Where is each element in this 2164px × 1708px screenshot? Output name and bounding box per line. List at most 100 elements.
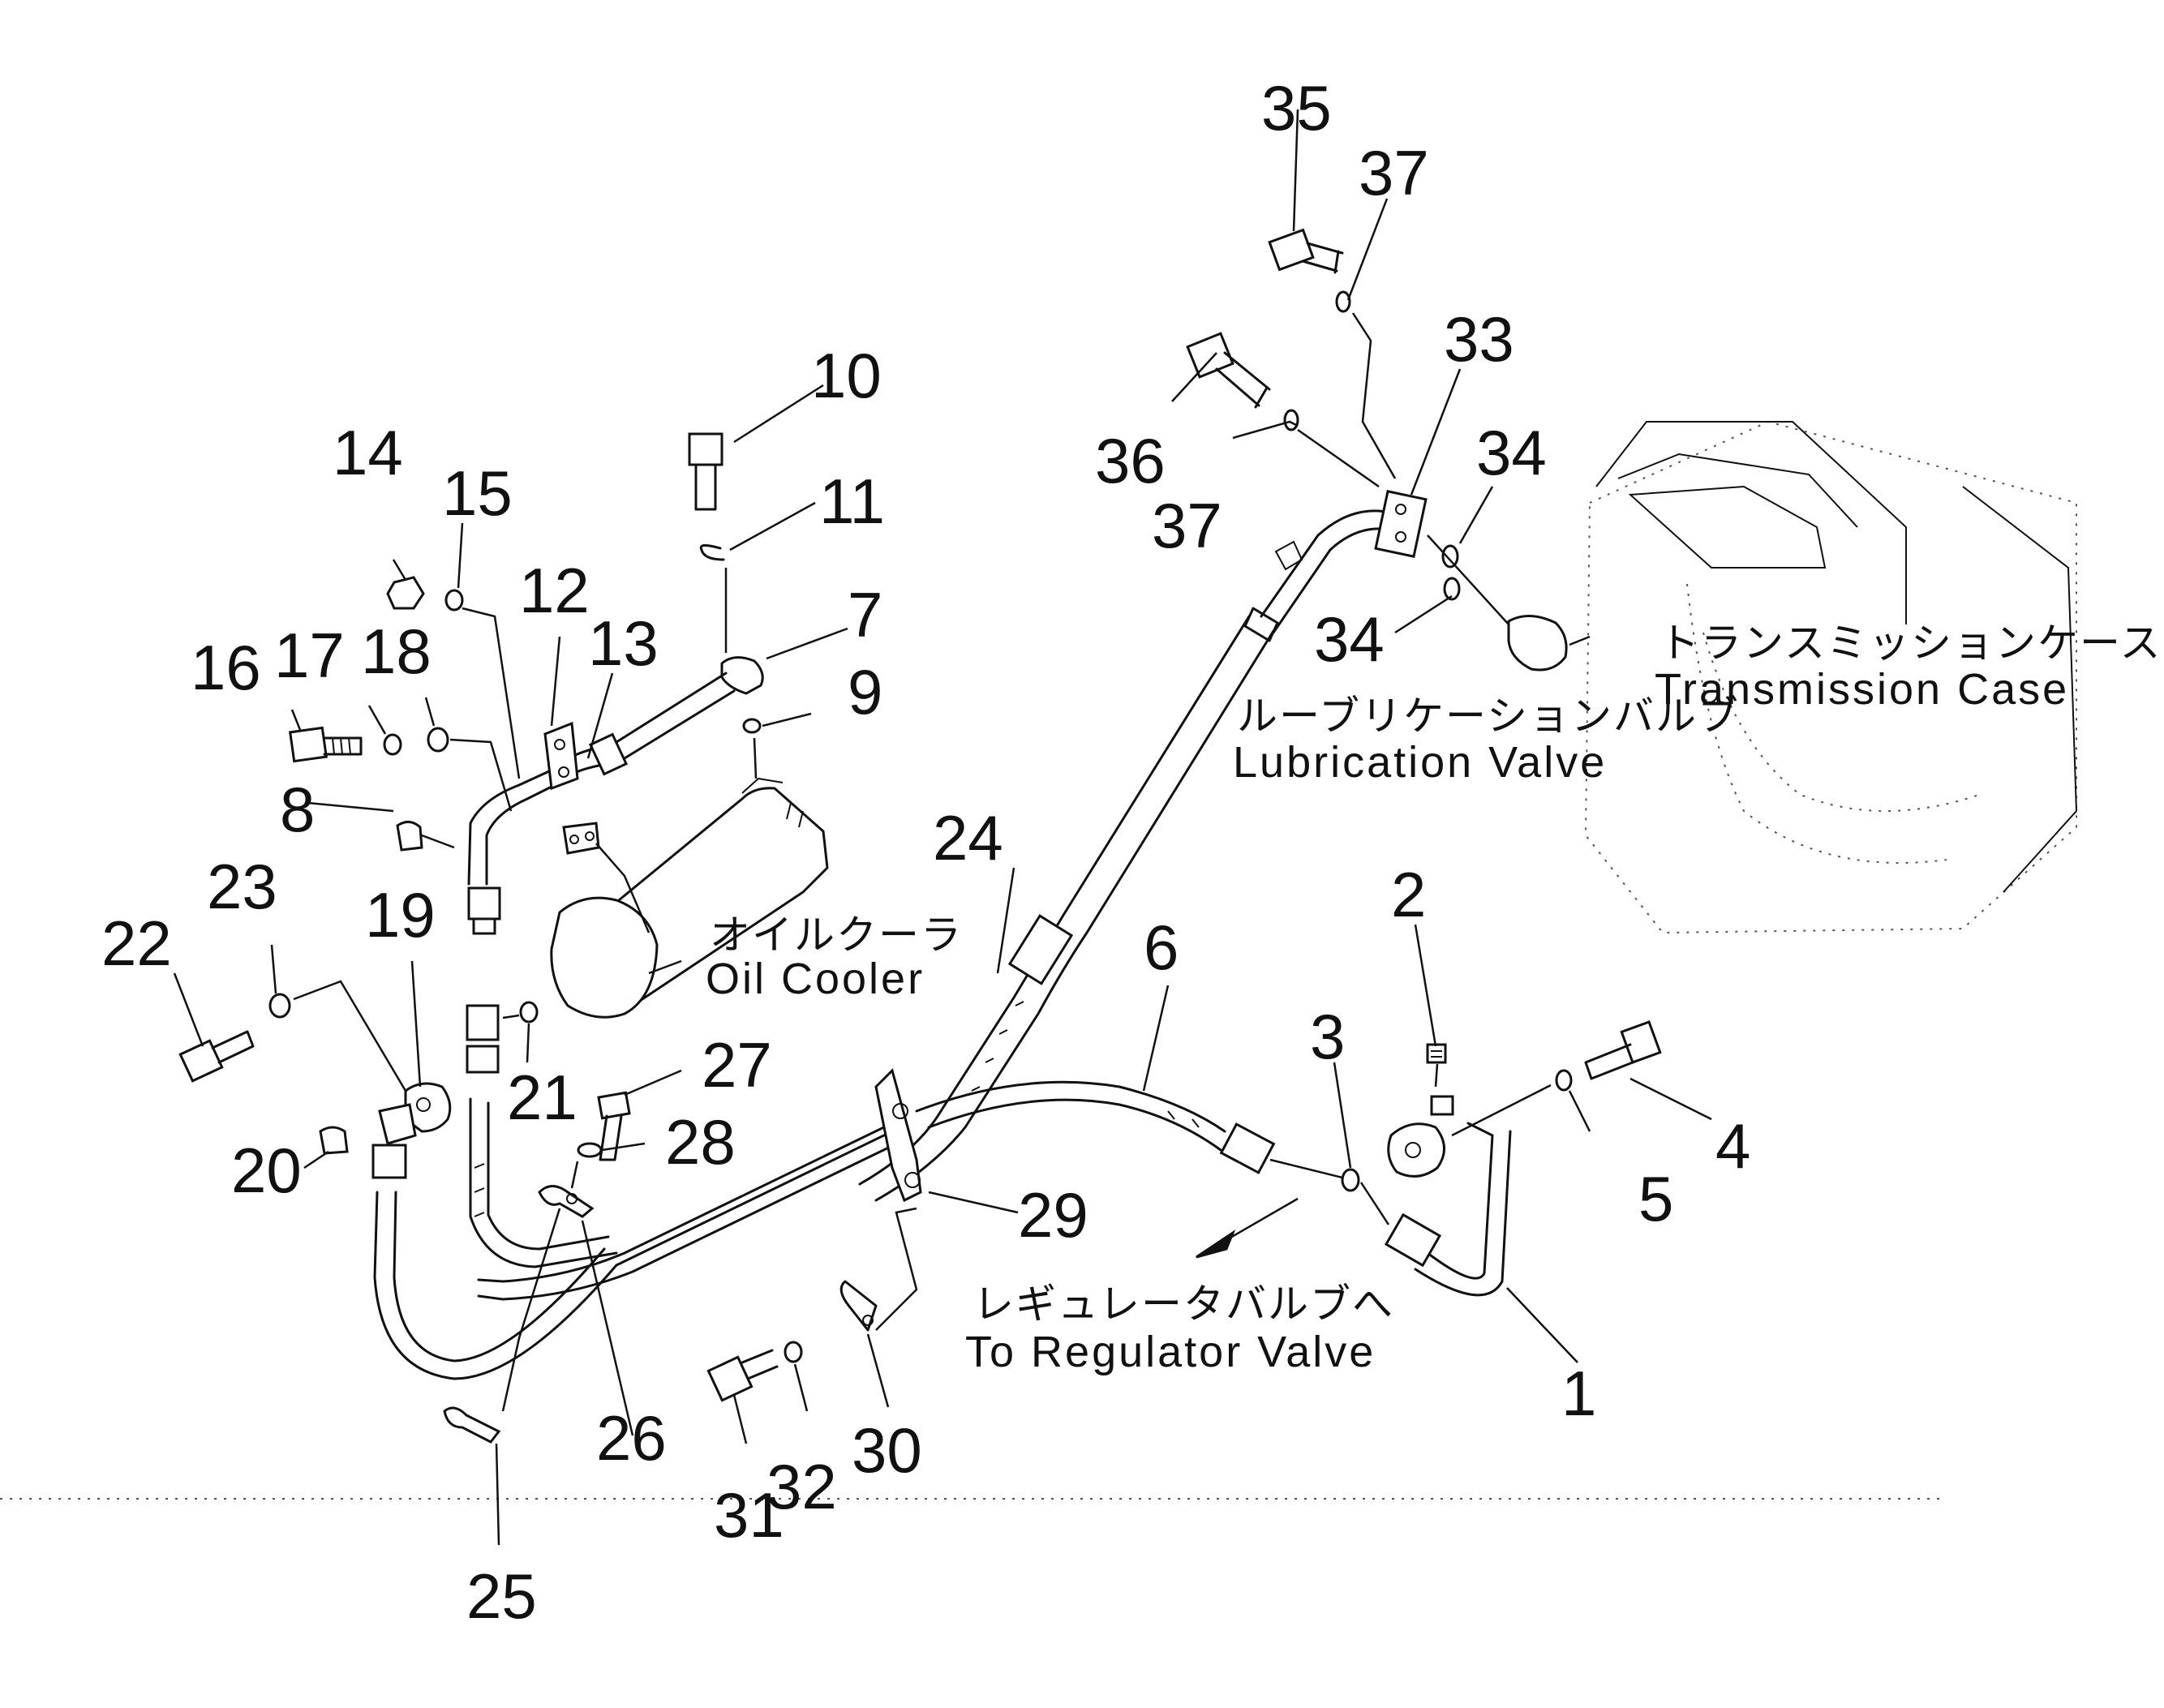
- cooler-explode-lines: [421, 568, 758, 1019]
- part-number-30: 30: [852, 1414, 922, 1486]
- part-number-37a: 37: [1359, 137, 1429, 208]
- part-number-27: 27: [702, 1029, 772, 1101]
- elbow-19: [371, 1082, 452, 1179]
- part-number-14: 14: [333, 417, 403, 488]
- part-number-18: 18: [361, 616, 432, 687]
- hose-loop-left: [373, 1130, 894, 1380]
- clamp-30: [839, 1280, 878, 1332]
- transmission-case-label-jp: トランスミッションケース: [1659, 620, 2162, 667]
- oil-cooler-label-jp: オイルクーラ: [710, 912, 963, 959]
- clamp-25: [443, 1406, 501, 1444]
- washer-37a: [1335, 290, 1351, 313]
- hose-u-left: [469, 1097, 618, 1268]
- bolt-10: [688, 432, 723, 511]
- o-ring-9: [742, 718, 762, 734]
- part-number-17: 17: [274, 620, 345, 691]
- o-ring-34a: [1441, 544, 1459, 569]
- bolt-36: [1186, 332, 1271, 409]
- part-number-7: 7: [848, 579, 882, 650]
- bolt-31: [706, 1349, 779, 1402]
- elbow-explode-lines: [293, 980, 407, 1092]
- part-number-2: 2: [1391, 859, 1426, 930]
- clamp-26: [538, 1185, 595, 1218]
- part-number-34a: 34: [1476, 417, 1547, 488]
- lubrication-valve-drawing: [1243, 490, 1568, 672]
- clamp-29: [874, 1068, 1019, 1331]
- part-numbers: 35 37 33 36 37 34 34 10 11 7 9 14 15 12 …: [101, 72, 1750, 1632]
- pipe-1: [1384, 1095, 1512, 1297]
- clamp-leaders: [501, 1161, 579, 1412]
- fitting-upper-left: [466, 886, 501, 1074]
- part-number-20: 20: [231, 1135, 302, 1206]
- o-ring-18: [427, 727, 449, 753]
- leader-lines: [173, 109, 1712, 1546]
- o-ring-3: [1341, 1168, 1360, 1192]
- part-number-28: 28: [665, 1106, 736, 1178]
- regulator-valve-label-en: To Regulator Valve: [965, 1328, 1376, 1376]
- lubrication-valve-label-en: Lubrication Valve: [1233, 738, 1607, 787]
- part-number-19: 19: [365, 879, 436, 951]
- bolt-4: [1584, 1020, 1662, 1080]
- washer-11: [699, 544, 725, 561]
- pipe-6: [915, 1080, 1276, 1174]
- part-number-31: 31: [714, 1479, 784, 1551]
- lubrication-valve-label-jp: ルーブリケーションバルブ: [1237, 693, 1740, 740]
- part-number-21: 21: [507, 1062, 577, 1133]
- part-number-8: 8: [280, 774, 315, 845]
- bolt-35: [1268, 228, 1344, 274]
- washer-23: [268, 993, 291, 1019]
- o-ring-34b: [1443, 577, 1461, 601]
- bolt-27: [597, 1091, 631, 1161]
- part-number-10: 10: [811, 340, 882, 411]
- lower-pipe-run: [477, 1122, 902, 1301]
- callout-labels: トランスミッションケース Transmission Case ルーブリケーション…: [706, 620, 2162, 1376]
- oil-cooler-label-en: Oil Cooler: [706, 955, 925, 1003]
- regulator-valve-label-jp: レギュレータバルブへ: [973, 1281, 1394, 1328]
- part-number-37b: 37: [1152, 490, 1222, 561]
- part-number-15: 15: [442, 457, 513, 529]
- part-number-35: 35: [1261, 72, 1332, 144]
- plug-8: [396, 821, 423, 852]
- transmission-case-drawing: [1584, 420, 2078, 934]
- oil-cooler-drawing: [550, 777, 829, 1019]
- part-number-22: 22: [101, 908, 172, 979]
- plug-20: [319, 1126, 349, 1155]
- washer-37b: [1283, 409, 1299, 431]
- plug-2: [1426, 1043, 1447, 1064]
- bracket-12: [543, 721, 579, 791]
- transmission-case-label-en: Transmission Case: [1655, 665, 2069, 714]
- part-number-29: 29: [1018, 1179, 1088, 1251]
- part-number-33: 33: [1444, 303, 1514, 375]
- part-number-4: 4: [1715, 1110, 1750, 1182]
- part-number-1: 1: [1561, 1358, 1596, 1429]
- bracket-lower: [562, 822, 600, 855]
- part-number-25: 25: [466, 1560, 537, 1632]
- hose-24: [858, 615, 1275, 1202]
- part-number-26: 26: [596, 1402, 667, 1474]
- part-number-3: 3: [1310, 1001, 1345, 1072]
- pipe-13: [467, 732, 629, 886]
- washer-28: [577, 1142, 603, 1158]
- o-ring-21: [519, 1001, 539, 1024]
- o-ring-15: [444, 589, 464, 612]
- bolt-16: [288, 726, 363, 763]
- part-number-24: 24: [933, 802, 1003, 873]
- regulator-direction-arrow: [1196, 1197, 1299, 1259]
- bolt-22: [178, 1030, 255, 1083]
- part-number-13: 13: [588, 607, 659, 679]
- lubrication-explode-lines: [1297, 312, 1509, 625]
- washer-17: [383, 733, 402, 756]
- part-number-32: 32: [766, 1451, 837, 1522]
- part-number-6: 6: [1144, 912, 1179, 983]
- pipe-1-explode-lines: [1269, 1063, 1552, 1225]
- part-number-12: 12: [519, 555, 590, 626]
- washer-32: [784, 1341, 803, 1363]
- part-number-11: 11: [819, 466, 885, 537]
- part-number-9: 9: [848, 656, 882, 727]
- nut-14: [386, 576, 425, 610]
- part-number-36: 36: [1095, 425, 1166, 496]
- part-number-34b: 34: [1314, 603, 1385, 675]
- washer-5: [1555, 1069, 1573, 1092]
- part-number-5: 5: [1638, 1163, 1673, 1234]
